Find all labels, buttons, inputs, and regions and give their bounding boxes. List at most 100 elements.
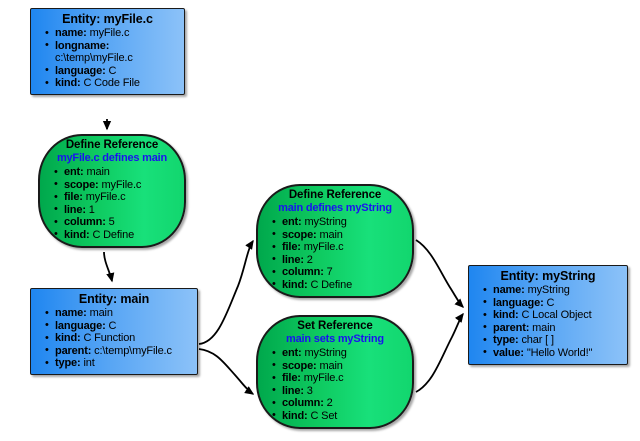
field-type: type: int [45, 357, 192, 370]
field-language: language: C [45, 319, 192, 333]
node-set-reference-main-mystring[interactable]: Set Reference main sets myString ent: my… [256, 315, 414, 429]
field-value: main [89, 307, 113, 319]
field-parent: parent: c:\temp\myFile.c [45, 344, 192, 358]
field-ent: ent: main [54, 166, 179, 179]
field-scope: scope: main [272, 228, 407, 242]
field-value: int [83, 357, 95, 370]
field-key: language: [55, 64, 106, 77]
node-entity-mystring[interactable]: Entity: myString name: myString language… [468, 265, 628, 365]
edge-main-to-defref2 [198, 239, 254, 345]
field-value: 2 [306, 253, 313, 266]
field-key: line: [64, 203, 86, 216]
field-value: main [532, 321, 556, 334]
field-ent: ent: myString [272, 216, 407, 229]
node-title: Define Reference [288, 189, 382, 201]
field-key: language: [55, 319, 106, 332]
field-value: C [108, 64, 117, 77]
field-key: parent: [55, 344, 92, 357]
field-key: column: [282, 397, 324, 410]
node-field-list: ent: main scope: myFile.c file: myFile.c… [45, 166, 179, 242]
field-longname: longname: [45, 39, 179, 53]
field-key: kind: [282, 278, 308, 291]
field-value: C Set [310, 409, 338, 422]
node-field-list: ent: myString scope: main file: myFile.c… [263, 347, 407, 423]
field-parent: parent: main [483, 321, 622, 335]
edge-defref2-to-mystring [415, 239, 464, 308]
field-file: file: myFile.c [272, 372, 407, 385]
field-scope: scope: main [272, 359, 407, 373]
field-kind: kind: C Define [54, 228, 179, 242]
field-value: C Define [92, 228, 135, 241]
field-value: myString [304, 216, 347, 228]
field-key: kind: [282, 409, 308, 422]
node-title: Entity: myFile.c [62, 12, 153, 26]
node-field-list: ent: myString scope: main file: myFile.c… [263, 216, 407, 292]
field-language: language: C [45, 64, 179, 78]
field-file: file: myFile.c [272, 241, 407, 254]
node-title: Set Reference [297, 320, 373, 332]
field-column: column: 7 [272, 266, 407, 279]
field-key: kind: [55, 77, 81, 90]
field-key: name: [55, 307, 87, 319]
field-key: scope: [282, 228, 317, 241]
node-subtitle: myFile.c defines main [56, 152, 168, 164]
field-key: kind: [55, 332, 81, 345]
field-key: line: [282, 253, 304, 266]
node-entity-main[interactable]: Entity: main name: main language: C kind… [30, 288, 198, 375]
field-value: 3 [306, 384, 313, 397]
node-title: Define Reference [65, 139, 159, 151]
field-ent: ent: myString [272, 347, 407, 360]
field-longname-value: c:\temp\myFile.c [45, 52, 179, 65]
field-value: myFile.c [85, 191, 126, 204]
field-line: line: 3 [272, 384, 407, 398]
field-key: name: [55, 27, 87, 39]
field-value: myString [527, 284, 570, 296]
field-scope: scope: myFile.c [54, 178, 179, 192]
field-value: main [86, 166, 110, 178]
field-key: column: [64, 216, 106, 229]
field-key: ent: [282, 216, 302, 228]
field-key: file: [282, 241, 301, 254]
field-value: main [319, 228, 343, 241]
field-key: kind: [493, 309, 519, 322]
field-key: type: [493, 334, 519, 347]
field-column: column: 2 [272, 397, 407, 410]
field-name: name: myString [483, 284, 622, 297]
field-value: myFile.c [89, 27, 130, 39]
node-define-reference-main-mystring[interactable]: Define Reference main defines myString e… [256, 184, 414, 298]
node-subtitle: main defines myString [278, 202, 392, 214]
field-language: language: C [483, 296, 622, 310]
field-key: line: [282, 384, 304, 397]
field-name: name: myFile.c [45, 27, 179, 40]
field-value: myString [304, 347, 347, 359]
field-key: ent: [282, 347, 302, 359]
field-value: myFile.c [101, 178, 142, 191]
field-value: "Hello World!" [526, 346, 593, 359]
field-key: language: [493, 296, 544, 309]
edge-defref1-to-main [103, 251, 115, 283]
field-key: file: [64, 191, 83, 204]
field-key: scope: [64, 178, 99, 191]
node-define-reference-myfile-main[interactable]: Define Reference myFile.c defines main e… [38, 134, 186, 248]
field-line: line: 1 [54, 203, 179, 217]
field-value: myFile.c [303, 241, 344, 254]
field-value: 1 [88, 203, 95, 216]
field-value: myFile.c [303, 372, 344, 385]
field-key: file: [282, 372, 301, 385]
field-key: value: [493, 346, 524, 359]
field-value: C [108, 319, 117, 332]
field-key: parent: [493, 321, 530, 334]
field-value: char [ ] [521, 334, 554, 347]
field-value: C Code File [83, 77, 140, 90]
node-entity-myfile[interactable]: Entity: myFile.c name: myFile.c longname… [30, 8, 185, 95]
field-key: ent: [64, 166, 84, 178]
node-title: Entity: myString [500, 269, 596, 283]
field-key: scope: [282, 359, 317, 372]
field-column: column: 5 [54, 216, 179, 229]
field-kind: kind: C Local Object [483, 309, 622, 322]
field-key: name: [493, 284, 525, 296]
field-value: C Function [83, 332, 136, 345]
field-kind: kind: C Set [272, 409, 407, 423]
field-value: c:\temp\myFile.c [94, 344, 172, 357]
